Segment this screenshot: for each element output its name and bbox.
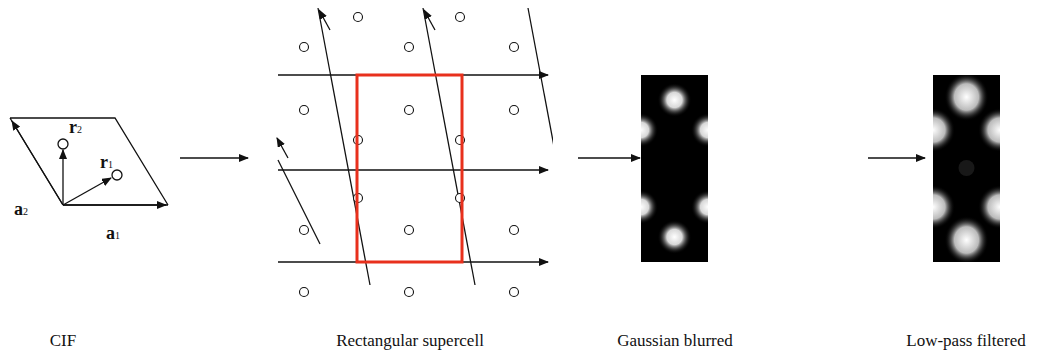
lattice-site [354,13,363,22]
lattice-site [510,288,519,297]
lattice-site [405,288,414,297]
lattice-site [510,106,519,115]
lattice-site [405,43,414,52]
lattice-site [510,226,519,235]
panel-caption: CIF [50,332,76,349]
panel-caption: Low-pass filtered [906,332,1025,349]
lattice-site [510,43,519,52]
lattice-site [456,13,465,22]
lattice-site [300,106,309,115]
lattice-site [405,106,414,115]
vector-label: a2 [14,200,28,218]
panel-caption: Rectangular supercell [336,332,484,349]
lattice-site [300,226,309,235]
lattice-site [300,43,309,52]
lattice-site [405,226,414,235]
vector-label: a1 [106,224,120,242]
lattice-site [300,288,309,297]
vector-label: r1 [100,153,113,171]
vector-label: r2 [69,118,82,136]
panel-caption: Gaussian blurred [617,332,733,349]
